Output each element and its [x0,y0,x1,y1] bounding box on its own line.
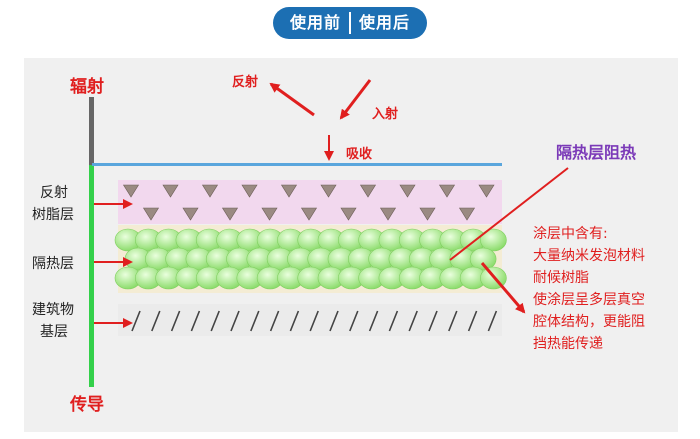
reflective-particle [182,207,199,221]
callout-notes: 涂层中含有: 大量纳米发泡材料 耐候树脂 使涂层呈多层真空 腔体结构，更能阻 挡… [533,226,645,352]
hatch-mark [170,310,181,332]
reflective-particle [221,207,239,221]
conduction-axis [89,165,94,387]
hatch-mark [210,310,220,332]
reflective-particle [458,207,476,221]
callout-pointer-line [449,167,569,261]
coating-surface-line [92,163,502,166]
hatch-mark [329,310,339,332]
reflective-particle [280,184,298,198]
tab-divider [349,12,351,34]
foam-bubble [480,228,507,252]
reflective-particle [359,184,377,198]
axis-label-conduction: 传导 [69,394,104,415]
reflective-particle [142,207,160,221]
callout-note-4: 使涂层呈多层真空 [533,291,645,308]
hatch-mark [428,310,438,332]
callout-note-3: 耐候树脂 [533,270,589,286]
callout-title: 隔热层阻热 [556,143,636,162]
layer-label-reflective-1: 反射 [40,185,68,201]
hatch-mark [388,310,399,332]
hatch-mark [467,310,478,332]
reflective-particle [300,207,318,221]
hatch-mark [190,310,201,332]
reflect-label: 反射 [232,74,258,90]
reflective-particle [122,184,140,198]
reflective-particle [478,184,495,198]
callout-note-2: 大量纳米发泡材料 [533,248,645,264]
callout-arrow-to-notes [480,262,526,314]
base-hatching [131,310,498,332]
hatch-mark [269,310,280,332]
reflective-particle [419,207,436,221]
reflective-particle [379,207,397,221]
hatch-mark [368,310,379,332]
layer-label-base-1: 建筑物 [32,302,74,318]
hatch-mark [151,310,161,332]
incident-label: 入射 [372,106,398,122]
reflective-particles [122,184,495,221]
hatch-mark [289,310,300,332]
tab-after[interactable]: 使用后 [359,13,411,32]
layer-label-insulation: 隔热层 [32,256,74,272]
hatch-mark [309,310,319,332]
radiation-axis [89,97,94,165]
nano-foam-bubbles [114,228,507,290]
absorb-label: 吸收 [346,146,373,162]
axis-label-radiation: 辐射 [70,76,104,97]
callout-note-5: 腔体结构，更能阻 [533,314,645,330]
hatch-mark [487,310,498,332]
reflective-particle [201,184,219,198]
hatch-mark [230,310,240,332]
reflective-particle [241,184,258,198]
reflective-particle [340,207,357,221]
hatch-mark [131,310,141,332]
tab-before[interactable]: 使用前 [289,13,341,32]
hatch-mark [250,310,260,332]
before-after-toggle[interactable]: 使用前 使用后 [273,7,427,39]
callout-note-6: 挡热能传递 [533,336,603,352]
reflective-particle [162,184,179,198]
reflect-arrow [269,82,315,117]
callout-note-1: 涂层中含有: [533,226,608,242]
reflective-particle [320,184,337,198]
hatch-mark [408,310,418,332]
reflective-particle [399,184,416,198]
foam-bubble [469,247,497,271]
reflective-particle [438,184,456,198]
layer-label-base-2: 基层 [40,323,68,340]
hatch-mark [349,310,359,332]
hatch-mark [448,310,458,332]
reflective-particle [261,207,278,221]
incident-arrow [339,79,372,120]
layer-label-reflective-2: 树脂层 [32,207,74,223]
